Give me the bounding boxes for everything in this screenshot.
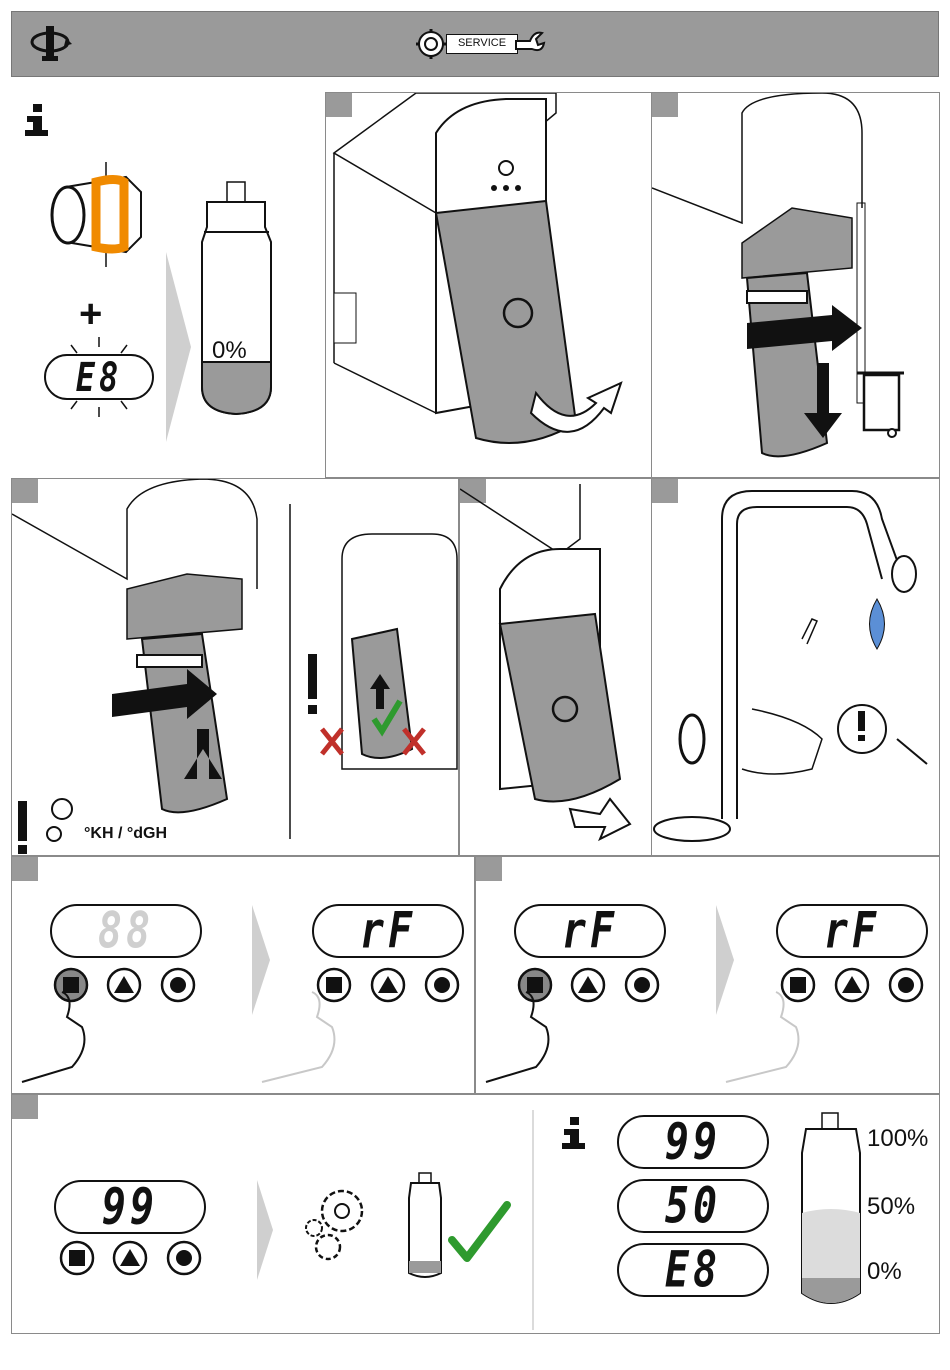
panel-step-remove-filter [651, 92, 940, 478]
hand-press-faded-icon [716, 987, 806, 1087]
illustration-insert-filter [12, 479, 459, 856]
display-value: 99 [665, 1113, 721, 1171]
hand-press-icon [476, 987, 556, 1087]
info-icon [21, 104, 55, 138]
illustration-close-cover [460, 479, 652, 856]
panel-step-reset-b: rF rF [475, 856, 940, 1094]
step-marker [12, 857, 38, 881]
page-header: SERVICE [11, 11, 939, 77]
service-badge: SERVICE [414, 27, 544, 61]
display-value: rF [562, 902, 618, 960]
hardness-units-label: °KH / °dGH [84, 825, 167, 843]
display-level-0: E8 [617, 1243, 769, 1297]
plus-sign: + [79, 292, 102, 337]
display-before: 88 [50, 904, 202, 958]
wrench-icon [514, 27, 546, 61]
panel-step-flush [651, 478, 940, 856]
filter-level-cartridge [800, 1113, 862, 1313]
arrow-chevron [166, 252, 191, 442]
display-value: rF [824, 902, 880, 960]
info-icon [558, 1117, 592, 1151]
panel-step-reset-a: 88 rF [11, 856, 475, 1094]
panel-step-confirm: 99 99 50 E8 100% 50% [11, 1094, 940, 1334]
illustration-flush-tap [652, 479, 940, 856]
step-marker [476, 857, 502, 881]
display-value: 88 [98, 902, 154, 960]
tap-handle-ring-icon [46, 157, 156, 272]
gear-icon [414, 27, 448, 61]
display-level-50: 50 [617, 1179, 769, 1233]
control-buttons-row [60, 1240, 210, 1280]
step-marker [12, 1095, 38, 1119]
display-value: E8 [665, 1241, 721, 1299]
hand-press-icon [12, 987, 92, 1087]
display-before: rF [514, 904, 666, 958]
hand-press-faded-icon [252, 987, 342, 1087]
tap-rotate-icon [26, 20, 76, 70]
level-label-0: 0% [867, 1258, 902, 1286]
illustration-open-cover [326, 93, 652, 478]
trash-bin-icon [857, 373, 904, 437]
display-value: rF [360, 902, 416, 960]
filter-level-label: 0% [212, 337, 247, 365]
display-value: 50 [665, 1177, 721, 1235]
panel-step-close-cover [459, 478, 652, 856]
illustration-remove-filter [652, 93, 940, 478]
panel-info-filter: + E8 0% [11, 92, 325, 478]
display-level-100: 99 [617, 1115, 769, 1169]
display-value: 99 [102, 1178, 158, 1236]
display-after: rF [312, 904, 464, 958]
gears-icon [302, 1183, 372, 1263]
arrow-chevron [257, 1180, 273, 1280]
panel-step-insert-filter: °KH / °dGH [11, 478, 459, 856]
display-after: rF [776, 904, 928, 958]
service-label: SERVICE [446, 34, 518, 54]
level-label-100: 100% [867, 1125, 928, 1153]
level-label-50: 50% [867, 1193, 915, 1221]
new-filter-icon [405, 1173, 445, 1283]
display-confirm: 99 [54, 1180, 206, 1234]
divider [532, 1110, 534, 1330]
checkmark-icon [447, 1200, 512, 1265]
blink-rays [59, 337, 139, 417]
panel-step-open-cover [325, 92, 652, 478]
filter-cartridge-empty [199, 182, 274, 417]
